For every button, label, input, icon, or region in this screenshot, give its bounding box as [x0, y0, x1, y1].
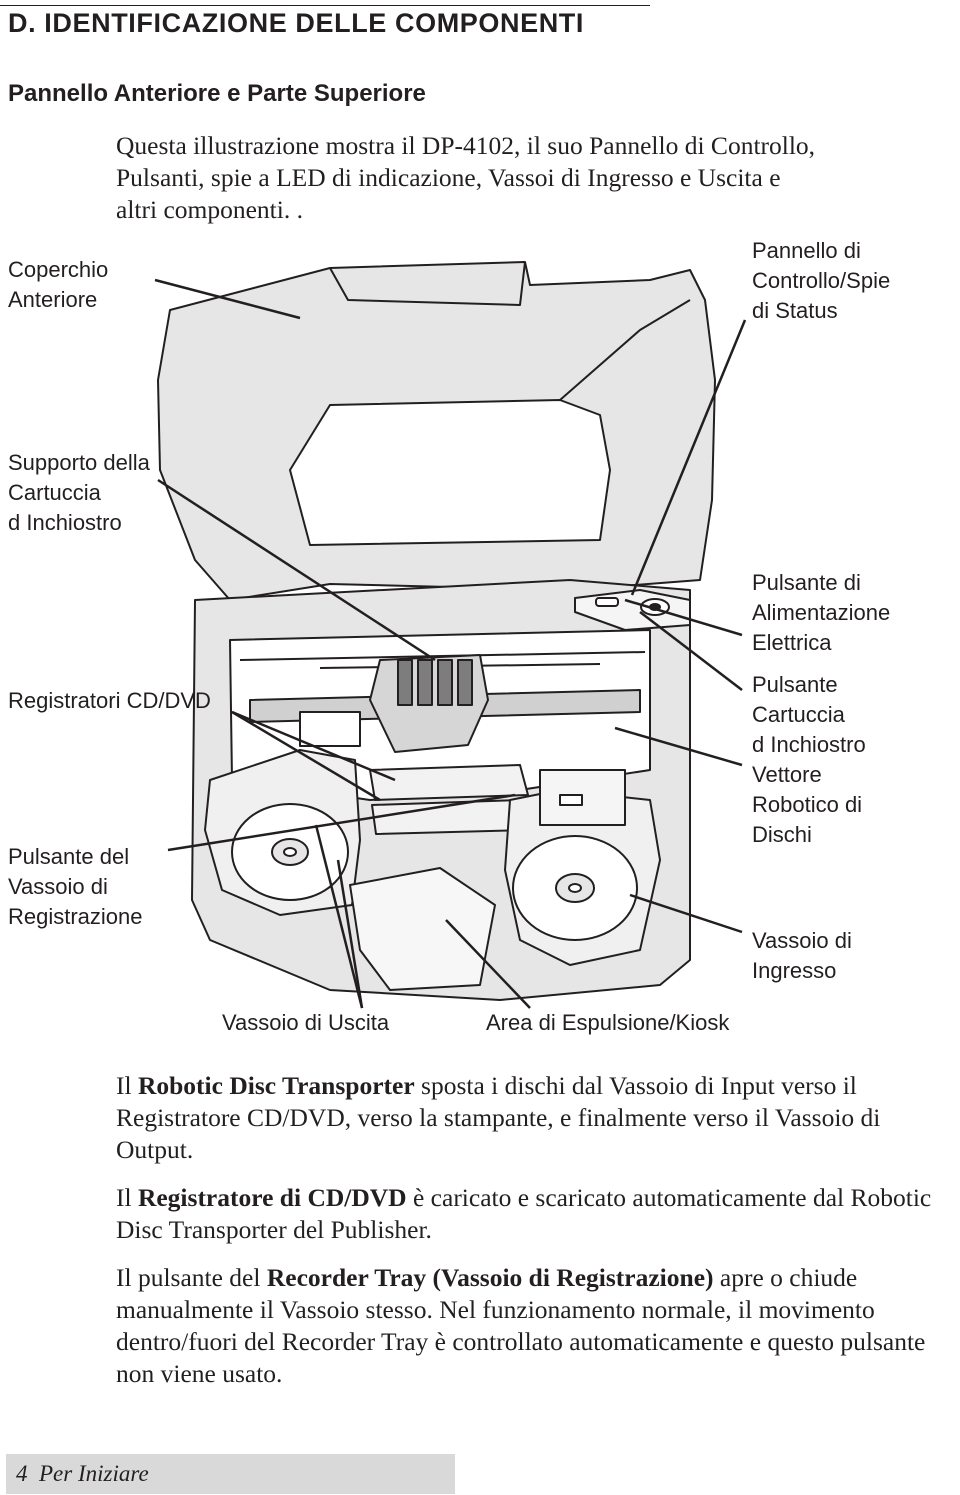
paragraph-recorder: Il Registratore di CD/DVD è caricato e s…: [116, 1182, 951, 1246]
label-line: Pulsante di: [752, 570, 861, 595]
printer-illustration: [154, 261, 747, 1009]
label-line: Dischi: [752, 822, 812, 847]
label-line: Elettrica: [752, 630, 832, 655]
label-line: Supporto della: [8, 450, 150, 475]
label-line: Ingresso: [752, 958, 837, 983]
paragraph-recorder-tray: Il pulsante del Recorder Tray (Vassoio d…: [116, 1262, 951, 1390]
label-line: Cartuccia: [752, 702, 845, 727]
label-cartridge-button: Pulsante Cartuccia d Inchiostro: [752, 670, 866, 760]
label-line: Vettore: [752, 762, 822, 787]
label-line: Alimentazione: [752, 600, 891, 625]
label-robotic-transporter: Vettore Robotico di Dischi: [752, 760, 862, 850]
label-line: Vassoio di: [752, 928, 852, 953]
label-line: Robotico di: [752, 792, 863, 817]
intro-line: altri componenti. .: [116, 195, 303, 224]
section-name: Per Iniziare: [39, 1461, 149, 1486]
intro-text: Questa illustrazione mostra il DP-4102, …: [116, 130, 956, 226]
text-run: Il: [116, 1071, 138, 1100]
text-run: apre o chiude manualmente il Vassoio ste…: [116, 1263, 926, 1388]
label-line: Cartuccia: [8, 480, 101, 505]
page-footer: 4 Per Iniziare: [16, 1458, 149, 1490]
section-title: D. IDENTIFICAZIONE DELLE COMPONENTI: [8, 8, 585, 38]
label-line: Registrazione: [8, 904, 143, 929]
bold-term: Registratore di CD/DVD: [137, 1183, 407, 1212]
label-line: di Status: [752, 298, 838, 323]
bold-term: Recorder Tray (Vassoio di Registrazione): [266, 1263, 714, 1292]
label-front-cover: Coperchio Anteriore: [8, 255, 108, 315]
label-recorder-tray-button: Pulsante del Vassoio di Registrazione: [8, 842, 143, 932]
text-run: è caricato e scaricato automaticamente d…: [116, 1183, 932, 1244]
section-subtitle: Pannello Anteriore e Parte Superiore: [8, 80, 426, 107]
label-line: Controllo/Spie: [752, 268, 891, 293]
footer-bar: [6, 1454, 455, 1494]
label-control-panel: Pannello di Controllo/Spie di Status: [752, 236, 890, 326]
label-line: Vassoio di: [8, 874, 108, 899]
label-recorders: Registratori CD/DVD: [8, 686, 211, 716]
label-output-bin: Vassoio di Uscita: [222, 1008, 389, 1038]
label-line: Registratori CD/DVD: [8, 688, 211, 713]
text-run: sposta i dischi dal Vassoio di Input ver…: [116, 1071, 881, 1164]
label-line: d Inchiostro: [8, 510, 122, 535]
text-run: Il: [116, 1183, 138, 1212]
label-input-bin: Vassoio di Ingresso: [752, 926, 852, 986]
label-line: Anteriore: [8, 287, 98, 312]
intro-line: Questa illustrazione mostra il DP-4102, …: [116, 131, 816, 160]
header-rule: [0, 5, 650, 6]
bold-term: Robotic Disc Transporter: [137, 1071, 415, 1100]
label-line: Pannello di: [752, 238, 861, 263]
intro-line: Pulsanti, spie a LED di indicazione, Vas…: [116, 163, 781, 192]
label-line: Coperchio: [8, 257, 109, 282]
paragraph-robotic-transporter: Il Robotic Disc Transporter sposta i dis…: [116, 1070, 951, 1166]
page-number: 4: [16, 1461, 28, 1486]
label-line: Pulsante del: [8, 844, 130, 869]
label-line: Area di Espulsione/Kiosk: [486, 1010, 730, 1035]
label-line: d Inchiostro: [752, 732, 866, 757]
label-line: Pulsante: [752, 672, 838, 697]
text-run: Il pulsante del: [116, 1263, 267, 1292]
label-cartridge-holder: Supporto della Cartuccia d Inchiostro: [8, 448, 150, 538]
label-power-button: Pulsante di Alimentazione Elettrica: [752, 568, 890, 658]
label-line: Vassoio di Uscita: [222, 1010, 390, 1035]
label-kiosk-area: Area di Espulsione/Kiosk: [486, 1008, 729, 1038]
